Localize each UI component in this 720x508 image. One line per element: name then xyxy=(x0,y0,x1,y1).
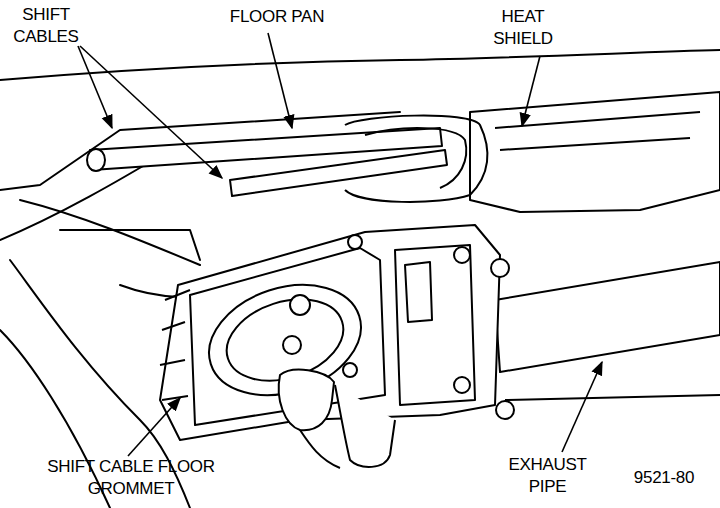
heat-shield xyxy=(500,138,690,150)
leader-line xyxy=(562,362,602,452)
floor-pan xyxy=(20,200,200,265)
shift-cable-floor-grommet xyxy=(491,259,509,277)
floor-pan xyxy=(0,50,720,80)
figure-number: 9521-80 xyxy=(616,467,712,489)
leader-line xyxy=(78,33,602,456)
shift-cable-floor-grommet xyxy=(496,401,514,419)
leader-line xyxy=(522,56,540,126)
leader-line xyxy=(80,46,222,178)
part-label: HEAT SHIELD xyxy=(478,6,568,50)
shift-cable-floor-grommet xyxy=(405,262,432,322)
part-label: EXHAUST PIPE xyxy=(490,454,605,498)
shift-cables xyxy=(230,150,447,196)
shift-cables xyxy=(87,116,487,202)
leader-line xyxy=(78,46,112,128)
hand xyxy=(335,385,395,467)
hand xyxy=(300,430,340,468)
heat-shield xyxy=(470,92,720,212)
part-label: SHIFT CABLE FLOOR GROMMET xyxy=(36,456,226,500)
shift-cable-floor-grommet xyxy=(348,235,362,249)
shift-cable-floor-grommet xyxy=(343,363,357,377)
shift-cable-floor-grommet xyxy=(283,336,301,354)
shift-cable-floor-grommet xyxy=(160,225,500,440)
shift-cables xyxy=(87,149,105,171)
shift-cable-floor-grommet xyxy=(290,295,310,315)
shift-cable-floor-grommet xyxy=(454,377,470,393)
hand xyxy=(279,370,334,431)
heat-shield xyxy=(470,92,720,212)
shift-cable-floor-grommet xyxy=(160,290,190,400)
leader-line xyxy=(128,398,180,456)
shift-cables xyxy=(345,116,487,202)
shift-cable-floor-grommet xyxy=(395,245,475,405)
leader-line xyxy=(268,33,292,128)
part-label: SHIFT CABLES xyxy=(4,4,88,48)
exhaust-pipe xyxy=(505,395,720,400)
exhaust-pipe xyxy=(495,262,720,372)
hand xyxy=(279,370,395,468)
shift-cable-floor-grommet xyxy=(160,225,514,440)
floor-pan xyxy=(60,230,200,260)
shift-cable-floor-grommet xyxy=(454,247,470,263)
part-label: FLOOR PAN xyxy=(202,6,352,28)
shift-cables xyxy=(365,128,466,188)
exhaust-pipe xyxy=(495,262,720,400)
